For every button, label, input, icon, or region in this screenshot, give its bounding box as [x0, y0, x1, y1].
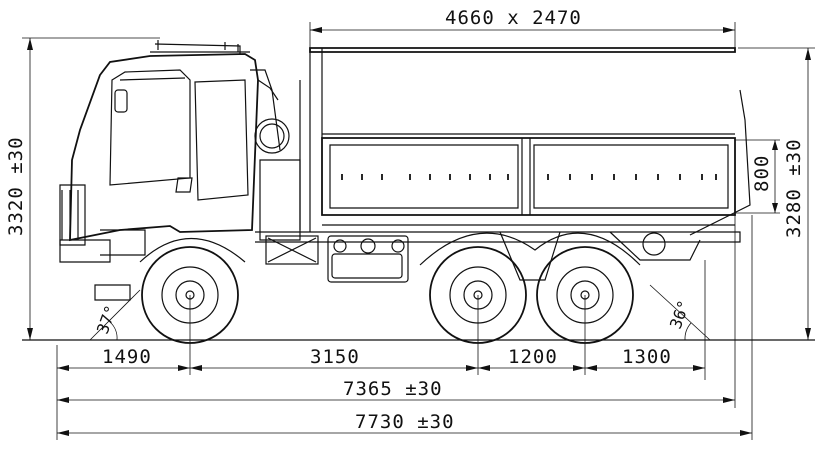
truck-outline — [59, 40, 751, 301]
cargo-body-tie-points — [341, 174, 717, 180]
overall-length-label: 7730 ±30 — [355, 411, 455, 433]
inner-length-dimension: 7365 ±30 — [57, 215, 736, 408]
body-height-dimension: 3280 ±30 — [738, 47, 815, 340]
departure-angle: 36° — [649, 284, 711, 341]
side-height-label: 800 — [751, 155, 773, 192]
cargo-body-label: 4660 x 2470 — [445, 7, 582, 29]
approach-angle: 37° — [89, 289, 141, 341]
wheelbase-label: 3150 — [310, 346, 360, 368]
inner-length-label: 7365 ±30 — [343, 378, 443, 400]
cargo-body-dimension: 4660 x 2470 — [309, 7, 736, 48]
front-overhang-label: 1490 — [102, 346, 152, 368]
overall-height-label: 3320 ±30 — [5, 136, 27, 236]
body-height-label: 3280 ±30 — [783, 138, 805, 238]
front-wheel — [141, 246, 239, 344]
overall-height-dimension: 3320 ±30 — [5, 37, 160, 340]
middle-wheel — [429, 246, 527, 344]
side-height-dimension: 800 — [735, 139, 780, 214]
overall-length-dimension: 7730 ±30 — [57, 215, 753, 440]
departure-angle-label: 36° — [666, 298, 694, 332]
rear-overhang-label: 1300 — [622, 346, 672, 368]
rear-wheel — [536, 246, 634, 344]
wheel-spacing-dimensions: 1490 3150 1200 1300 — [56, 260, 706, 440]
axle-spacing-label: 1200 — [508, 346, 558, 368]
